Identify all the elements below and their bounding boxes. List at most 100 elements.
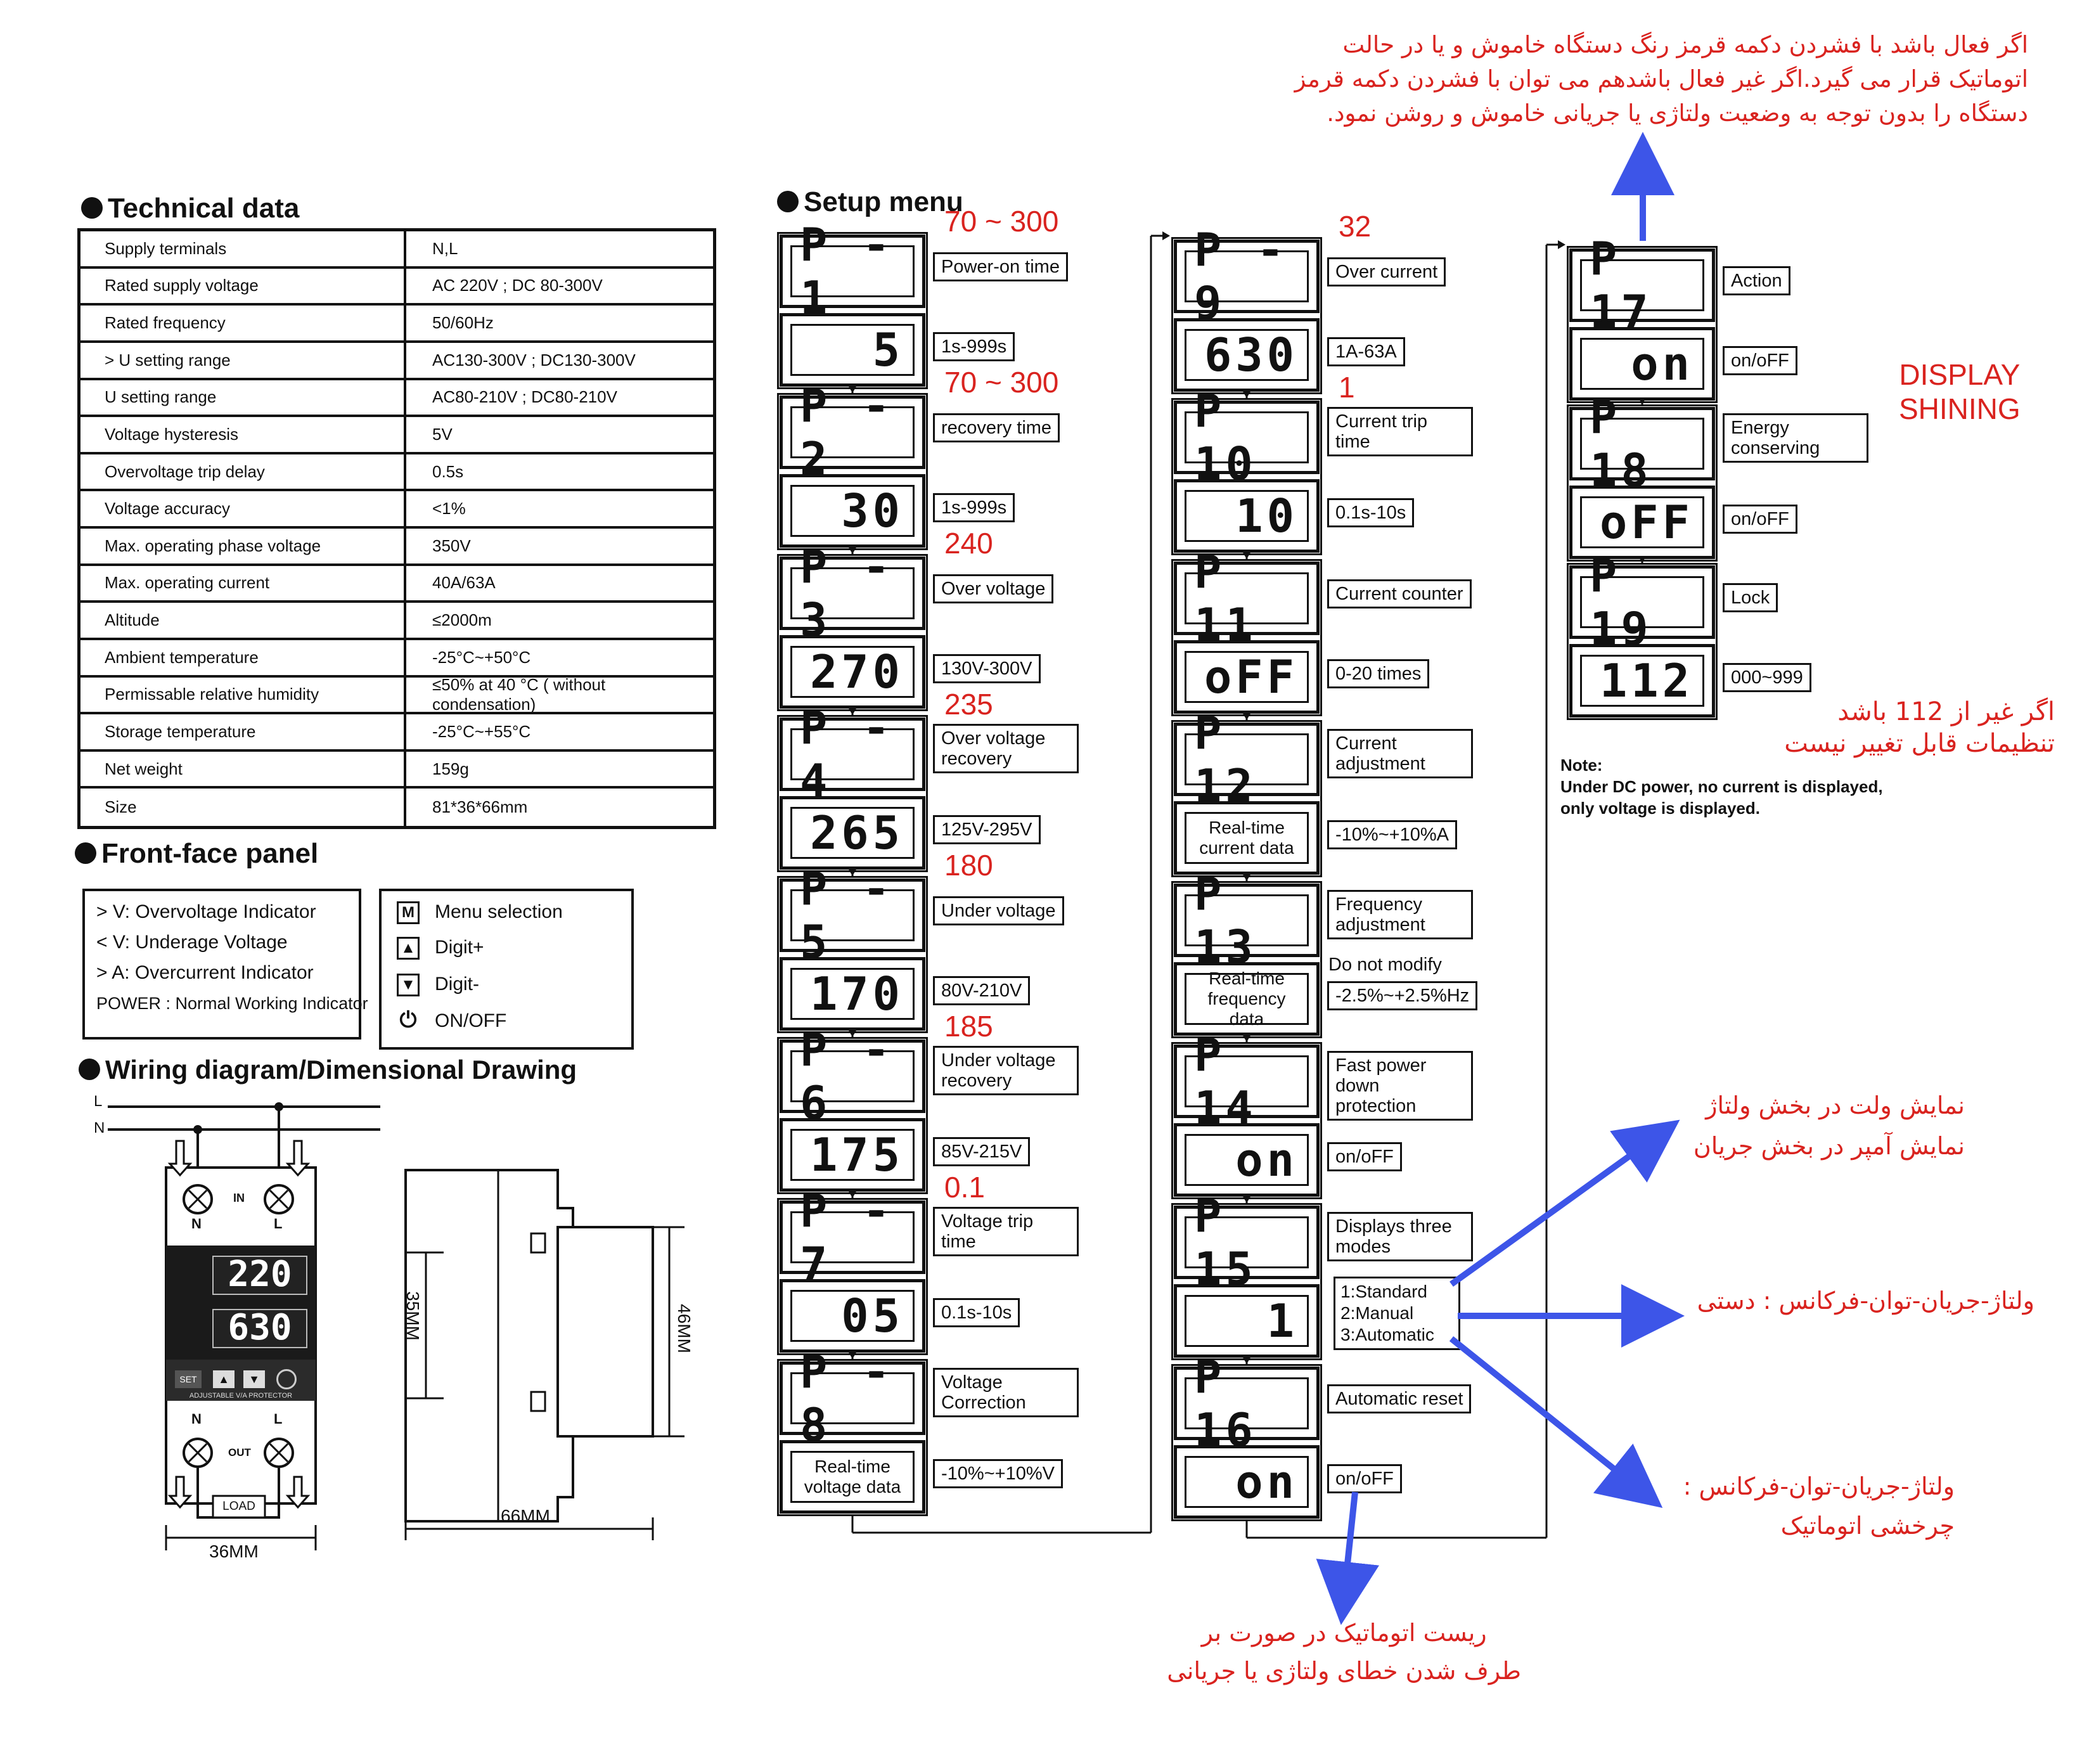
automatic-mode-note: ولتاژ-جریان-توان-فرکانس : چرخشی اتوماتیک: [1683, 1472, 1955, 1540]
parameter-value: on: [1185, 1455, 1309, 1509]
p15-modes-box: 1:Standard 2:Manual 3:Automatic: [1334, 1277, 1460, 1350]
parameter-value-display: 270: [780, 635, 925, 709]
power-button-icon[interactable]: [276, 1369, 297, 1389]
menu-item-frame: [1171, 1042, 1322, 1199]
spec-label: Storage temperature: [105, 721, 256, 741]
parameter-range: -10%~+10%V: [933, 1459, 1063, 1488]
parameter-code-display: P 10: [1174, 384, 1320, 491]
in-label: IN: [233, 1192, 245, 1204]
out-n-label: N: [191, 1411, 202, 1427]
spec-label: > U setting range: [105, 350, 231, 370]
line-l-label: L: [94, 1093, 103, 1110]
parameter-value-display: Real-time voltage data: [780, 1440, 925, 1514]
menu-item-frame: [777, 393, 928, 550]
parameter-value: 630: [1185, 328, 1309, 382]
arrow-automatic: [1449, 1336, 1663, 1509]
parameter-range: 1s-999s: [933, 493, 1015, 522]
out-label: OUT: [228, 1446, 251, 1458]
menu-item-frame: [777, 232, 928, 389]
parameter-name: Current counter: [1327, 579, 1472, 608]
spec-label: Size: [105, 797, 137, 817]
spec-value: N,L: [432, 238, 458, 258]
spec-label: Altitude: [105, 610, 160, 630]
spec-value: <1%: [432, 499, 466, 518]
spec-label: Overvoltage trip delay: [105, 461, 265, 481]
spec-label: Voltage accuracy: [105, 499, 231, 518]
menu-item-frame: [777, 1037, 928, 1194]
width-36mm: 36MM: [209, 1542, 259, 1561]
spec-label: Net weight: [105, 759, 183, 778]
spec-value: -25°C~+55°C: [432, 721, 531, 741]
parameter-range: -2.5%~+2.5%Hz: [1327, 981, 1478, 1010]
parameter-name: Over voltage: [933, 574, 1054, 603]
table-row: Voltage hysteresis 5V: [80, 417, 713, 454]
power-icon: ⏻: [399, 1008, 417, 1033]
table-row: Permissable relative humidity ≤50% at 40 …: [80, 674, 713, 715]
parameter-name: Displays three modes: [1327, 1212, 1473, 1261]
reset-note: ریست اتوماتیک در صورت بر طرف شدن خطای ول…: [1167, 1619, 1521, 1685]
parameter-value-display: 630: [1174, 318, 1320, 392]
parameter-code-display: P - 2: [780, 379, 925, 486]
parameter-default-note: 185: [944, 1010, 993, 1043]
parameter-name: Automatic reset: [1327, 1384, 1472, 1413]
spec-value: 50/60Hz: [432, 313, 494, 333]
menu-item-frame: [1171, 559, 1322, 716]
set-key[interactable]: SET: [175, 1370, 202, 1388]
indicator-undervoltage: < V: Underage Voltage: [96, 932, 288, 953]
parameter-value: oFF: [1580, 496, 1704, 549]
parameter-code-display: P - 6: [780, 1023, 925, 1130]
parameter-range: 0-20 times: [1327, 659, 1430, 688]
spec-label: Voltage hysteresis: [105, 424, 239, 444]
parameter-name: Over voltage recovery: [933, 724, 1079, 773]
spec-value: ≤2000m: [432, 610, 492, 630]
indicator-overvoltage: > V: Overvoltage Indicator: [96, 901, 316, 922]
bullet-icon: [79, 1059, 100, 1080]
parameter-range: 1A-63A: [1327, 337, 1405, 366]
flow-arrow-head: [1162, 231, 1170, 240]
bullet-icon: [75, 842, 96, 864]
spec-value: 159g: [432, 759, 469, 778]
in-l-label: L: [274, 1216, 283, 1232]
parameter-range: 000~999: [1723, 663, 1811, 692]
spec-label: Max. operating current: [105, 573, 270, 593]
parameter-value-display: on: [1569, 327, 1715, 401]
parameter-value: 30: [790, 484, 915, 538]
parameter-default-note: 70 ~ 300: [944, 205, 1059, 238]
setup-menu-title: Setup menu: [777, 186, 963, 218]
width-66mm: 66MM: [501, 1506, 550, 1526]
parameter-default-note: Do not modify: [1328, 955, 1442, 975]
spec-label: Permissable relative humidity: [105, 685, 319, 704]
parameter-default-note: 240: [944, 527, 993, 560]
spec-value: 40A/63A: [432, 573, 496, 593]
parameter-value-display: Real-time current data: [1174, 801, 1320, 875]
parameter-value: 10: [1185, 489, 1309, 543]
spec-value: ≤50% at 40 °C ( without condensation): [432, 674, 606, 714]
parameter-default-note: 1: [1339, 371, 1355, 404]
load-label: LOAD: [222, 1500, 255, 1513]
parameter-range: 130V-300V: [933, 654, 1041, 683]
parameter-value-display: on: [1174, 1445, 1320, 1519]
parameter-value: on: [1580, 337, 1704, 390]
down-key[interactable]: ▼: [243, 1370, 265, 1388]
parameter-range: 85V-215V: [933, 1137, 1031, 1166]
parameter-value: 175: [790, 1128, 915, 1181]
parameter-value: 05: [790, 1289, 915, 1342]
up-key[interactable]: ▲: [213, 1370, 235, 1388]
spec-value: 5V: [432, 424, 453, 444]
key-digit-plus: ▲Digit+: [397, 937, 484, 960]
line-n-label: N: [94, 1119, 105, 1136]
parameter-value: 170: [790, 967, 915, 1020]
parameter-value: 5: [790, 323, 915, 377]
action-note: اگر فعال باشد با فشردن دکمه قرمز رنگ دست…: [1294, 31, 2028, 127]
dc-note-line2: only voltage is displayed.: [1560, 799, 1760, 818]
table-divider: [404, 231, 406, 826]
parameter-value-display: 112: [1569, 644, 1715, 718]
parameter-value-display: 05: [780, 1279, 925, 1353]
